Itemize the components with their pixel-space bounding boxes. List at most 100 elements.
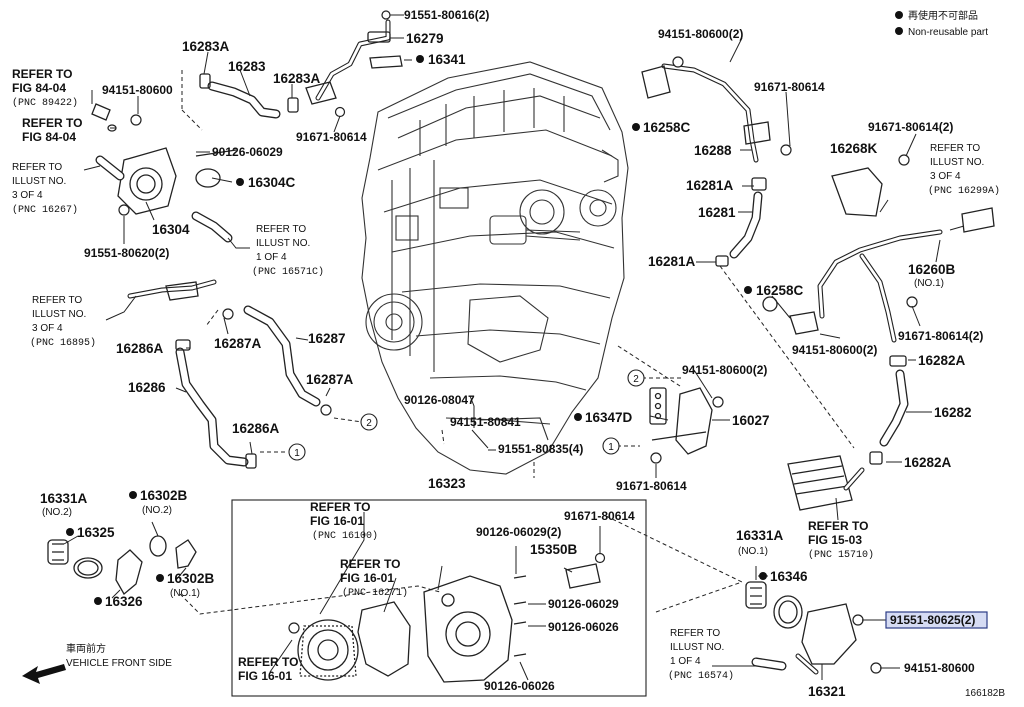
callout-16281A-bottom[interactable]: 16281A — [648, 254, 696, 269]
callout-16281[interactable]: 16281 — [698, 205, 736, 220]
callout-16282[interactable]: 16282 — [934, 405, 972, 420]
ref-illust-1-pnc-16571c[interactable]: REFER TO ILLUST NO. 1 OF 4 (PNC 16571C) — [252, 224, 324, 278]
svg-text:(PNC 16267): (PNC 16267) — [12, 204, 78, 216]
ref-fig-16-01-pnc-16100[interactable]: REFER TO FIG 16-01 (PNC 16100) — [310, 500, 378, 542]
svg-text:(PNC 89422): (PNC 89422) — [12, 97, 78, 109]
callout-16331A-no2[interactable]: 16331A — [40, 491, 88, 506]
callout-91551-80835[interactable]: 91551-80835(4) — [498, 442, 583, 456]
svg-text:FIG 16-01: FIG 16-01 — [340, 571, 394, 585]
callout-16286A-top[interactable]: 16286A — [116, 341, 164, 356]
callout-90126-08047[interactable]: 90126-08047 — [404, 393, 475, 407]
callout-94151-80841[interactable]: 94151-80841 — [450, 415, 521, 429]
non-reusable-dot-icon — [632, 123, 640, 131]
svg-text:REFER TO: REFER TO — [670, 628, 720, 639]
svg-text:1 OF 4: 1 OF 4 — [256, 252, 287, 263]
callout-16286[interactable]: 16286 — [128, 380, 166, 395]
callout-94151-80600-top[interactable]: 94151-80600 — [102, 83, 173, 97]
circled-ref-2-b: 2 — [627, 369, 645, 387]
callout-16321[interactable]: 16321 — [808, 684, 846, 699]
ref-illust-1-pnc-16574[interactable]: REFER TO ILLUST NO. 1 OF 4 (PNC 16574) — [668, 628, 734, 682]
callout-90126-06029-pump[interactable]: 90126-06029 — [548, 597, 619, 611]
callout-16341[interactable]: 16341 — [428, 52, 466, 67]
callout-16260B[interactable]: 16260B — [908, 262, 956, 277]
callout-90126-06026-b[interactable]: 90126-06026 — [484, 679, 555, 693]
callout-16302B-no2-sub: (NO.2) — [142, 505, 172, 516]
callout-16347D[interactable]: 16347D — [585, 410, 633, 425]
callout-16331A-no1-sub: (NO.1) — [738, 546, 768, 557]
svg-text:REFER TO: REFER TO — [340, 557, 400, 571]
callout-16346[interactable]: 16346 — [770, 569, 808, 584]
callout-91671-80614-2-top[interactable]: 91671-80614(2) — [868, 120, 953, 134]
ref-illust-3-pnc-16895[interactable]: REFER TO ILLUST NO. 3 OF 4 (PNC 16895) — [30, 295, 96, 349]
callout-90126-06026-a[interactable]: 90126-06026 — [548, 620, 619, 634]
non-reusable-dot-icon — [129, 491, 137, 499]
ref-fig-84-04[interactable]: REFER TO FIG 84-04 — [22, 116, 82, 144]
svg-text:FIG 16-01: FIG 16-01 — [238, 669, 292, 683]
reference-notes: REFER TO FIG 84-04 (PNC 89422) REFER TO … — [12, 67, 1000, 683]
hose-16286 — [175, 339, 257, 469]
callout-91671-80614-2-bottom[interactable]: 91671-80614(2) — [898, 329, 983, 343]
callout-16331A-no1[interactable]: 16331A — [736, 528, 784, 543]
callout-16258C-top[interactable]: 16258C — [643, 120, 691, 135]
callout-16304[interactable]: 16304 — [152, 222, 190, 237]
callout-16326[interactable]: 16326 — [105, 594, 143, 609]
callout-94151-80600-bottom[interactable]: 94151-80600 — [904, 661, 975, 675]
callout-90126-06029-top[interactable]: 90126-06029 — [212, 145, 283, 159]
svg-text:(PNC 15710): (PNC 15710) — [808, 549, 874, 561]
ref-illust-3-pnc-16299a[interactable]: REFER TO ILLUST NO. 3 OF 4 (PNC 16299A) — [928, 143, 1000, 197]
svg-text:3 OF 4: 3 OF 4 — [12, 190, 43, 201]
callout-16268K[interactable]: 16268K — [830, 141, 878, 156]
callout-16283[interactable]: 16283 — [228, 59, 266, 74]
callout-16302B-no1[interactable]: 16302B — [167, 571, 215, 586]
svg-text:REFER TO: REFER TO — [12, 162, 62, 173]
selected-part-highlight[interactable] — [885, 611, 988, 629]
svg-text:3 OF 4: 3 OF 4 — [32, 323, 63, 334]
svg-text:(PNC 16895): (PNC 16895) — [30, 337, 96, 349]
callout-16304C[interactable]: 16304C — [248, 175, 296, 190]
svg-text:(PNC 16271): (PNC 16271) — [342, 587, 408, 599]
callout-91551-80625-selected[interactable]: 91551-80625(2) — [890, 613, 975, 627]
callout-16258C-right[interactable]: 16258C — [756, 283, 804, 298]
callout-16282A-top[interactable]: 16282A — [918, 353, 966, 368]
callout-16323[interactable]: 16323 — [428, 476, 466, 491]
callout-15350B[interactable]: 15350B — [530, 542, 578, 557]
callout-16287A-bottom[interactable]: 16287A — [306, 372, 354, 387]
callout-91551-80620[interactable]: 91551-80620(2) — [84, 246, 169, 260]
callout-94151-80600-mid[interactable]: 94151-80600(2) — [682, 363, 767, 377]
callout-91671-80614-right[interactable]: 91671-80614 — [754, 80, 825, 94]
callout-16282A-bottom[interactable]: 16282A — [904, 455, 952, 470]
callout-91671-80614-top[interactable]: 91671-80614 — [296, 130, 367, 144]
non-reusable-dot-icon — [156, 574, 164, 582]
callout-16302B-no2[interactable]: 16302B — [140, 488, 188, 503]
callout-16302B-no1-sub: (NO.1) — [170, 588, 200, 599]
svg-text:(PNC 16299A): (PNC 16299A) — [928, 185, 1000, 197]
dashed-connectors — [179, 70, 855, 615]
callout-91671-80614-pump[interactable]: 91671-80614 — [564, 509, 635, 523]
callout-16286A-bottom[interactable]: 16286A — [232, 421, 280, 436]
ref-fig-15-03-pnc-15710[interactable]: REFER TO FIG 15-03 (PNC 15710) — [808, 519, 874, 561]
figure-id: 166182B — [965, 688, 1005, 699]
callout-16281A-top[interactable]: 16281A — [686, 178, 734, 193]
pipe-16279 — [305, 10, 403, 118]
callout-94151-80600-2-right[interactable]: 94151-80600(2) — [792, 343, 877, 357]
callout-94151-80600-right[interactable]: 94151-80600(2) — [658, 27, 743, 41]
callout-16325[interactable]: 16325 — [77, 525, 115, 540]
callout-91551-80616[interactable]: 91551-80616(2) — [404, 8, 489, 22]
callout-16287[interactable]: 16287 — [308, 331, 346, 346]
oil-cooler — [787, 455, 865, 511]
callout-16283A-left[interactable]: 16283A — [182, 39, 230, 54]
callout-16283A-right[interactable]: 16283A — [273, 71, 321, 86]
non-reusable-dot-icon — [94, 597, 102, 605]
callout-16279[interactable]: 16279 — [406, 31, 444, 46]
ref-fig-16-01[interactable]: REFER TO FIG 16-01 — [238, 655, 298, 683]
ref-illust-3-pnc-16267[interactable]: REFER TO ILLUST NO. 3 OF 4 (PNC 16267) — [12, 162, 78, 216]
callout-16288[interactable]: 16288 — [694, 143, 732, 158]
svg-text:(PNC 16574): (PNC 16574) — [668, 670, 734, 682]
callout-16287A-top[interactable]: 16287A — [214, 336, 262, 351]
callout-16027[interactable]: 16027 — [732, 413, 770, 428]
callout-91671-80614-mid[interactable]: 91671-80614 — [616, 479, 687, 493]
ref-fig-16-01-pnc-16271[interactable]: REFER TO FIG 16-01 (PNC 16271) — [340, 557, 408, 599]
callout-90126-06029-2[interactable]: 90126-06029(2) — [476, 525, 561, 539]
ref-fig-84-04-pnc-89422[interactable]: REFER TO FIG 84-04 (PNC 89422) — [12, 67, 78, 109]
